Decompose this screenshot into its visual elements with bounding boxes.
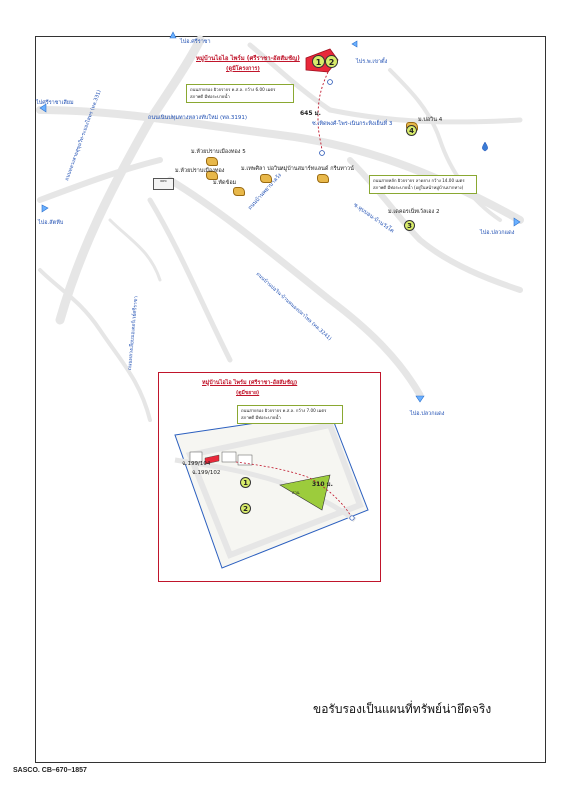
road-sukhumvit xyxy=(55,35,205,325)
village-label-3: ม.เทพศิลา บ่อวิน xyxy=(241,166,281,172)
village-icon xyxy=(260,174,272,183)
irpc-logo: IRPC xyxy=(153,178,174,190)
road-note-2: ถนนสายหลัก ผิวจราจร ลาดยาง กว้าง 14.00 เ… xyxy=(369,175,477,195)
village-icon xyxy=(233,187,245,196)
marker-4: 4 xyxy=(406,125,417,136)
map-frame xyxy=(35,36,546,763)
road-main xyxy=(36,106,524,224)
inset-marker-2: 2 xyxy=(240,503,251,514)
direction-inset-right: ไปอ.ปลวกแดง xyxy=(410,411,445,417)
road-n2 xyxy=(388,68,502,222)
parcel-label-2: ฉ.199/102 xyxy=(192,470,221,476)
village-label-7: ม.เดคอรเน็ทเว้ลเอง 2 xyxy=(388,209,440,215)
inset-marker-1: 1 xyxy=(240,477,251,488)
note3-line1: ถนนสายรอง ผิวจราจร ค.ส.ล. กว้าง 7.00 เมต… xyxy=(241,408,327,413)
road-note-1: ถนนสายรอง ผิวจราจร ค.ส.ล. กว้าง 6.00 เมต… xyxy=(186,84,294,104)
inset-green-parcel xyxy=(279,474,331,511)
road-label-main: ถนนเนินปทุมทางหลวงทับใหม่ (ทล.3191) xyxy=(148,115,247,121)
inset-frame xyxy=(158,372,381,582)
village-label-2: ม.ห้วยปราบเมืองทอง xyxy=(175,168,225,174)
direction-top: ไปอ.ศรีราชา xyxy=(180,39,211,45)
green-parcel-label: สวน xyxy=(292,490,300,495)
road-w2 xyxy=(108,218,162,282)
marker-2: 2 xyxy=(325,55,338,68)
arrow-left-upper-icon xyxy=(39,103,47,113)
note3-line2: สภาพดี มีท่อระบายน้ำ xyxy=(241,414,281,420)
direction-left-lower: ไปอ.สัตหีบ xyxy=(38,220,64,226)
arrow-inset-right-icon xyxy=(415,395,425,403)
village-icon xyxy=(206,171,218,180)
inset-title: หมู่บ้านไอไอ ไพร์ม (ศรีราชา-อัสสัมชัญ) xyxy=(202,380,298,386)
note2-line1: ถนนสายหลัก ผิวจราจร ลาดยาง กว้าง 14.00 เ… xyxy=(373,178,465,183)
village-label-1: ม.ห้วยปราบเมืองทอง 5 xyxy=(191,149,246,155)
road-center xyxy=(147,197,233,363)
note1-line1: ถนนสายรอง ผิวจราจร ค.ส.ล. กว้าง 6.00 เมต… xyxy=(190,87,276,92)
inset-map-drawing xyxy=(174,411,369,569)
village-label-5: หมู่บ้านสมาร์ทแลนด์ กรีนทาวน์ xyxy=(280,166,354,172)
note2-line2: สภาพดี มีท่อระบายน้ำ (อยู่ในหน้าหมู่บ้าน… xyxy=(373,184,464,190)
note1-line2: สภาพดี มีท่อระบายน้ำ xyxy=(190,93,230,99)
certification-text: ขอรับรองเป็นแผนที่ทรัพย์น่ายึดจริง xyxy=(313,702,492,716)
marker-1: 1 xyxy=(312,55,325,68)
marker-dot-top xyxy=(327,79,333,85)
map-subtitle: (ดูมีโครงการ) xyxy=(226,66,260,72)
inset-marker-dot xyxy=(349,515,355,521)
parcel-label-1: ฉ.199/104 xyxy=(182,461,211,467)
marker-dot-mid xyxy=(319,150,325,156)
logo-text: IRPC xyxy=(160,179,167,183)
arrow-topright-icon xyxy=(351,40,358,48)
road-left xyxy=(37,157,163,203)
arrow-left-lower-icon xyxy=(41,204,49,213)
direction-left-upper: ไปศรีราชาเสียม xyxy=(36,100,74,106)
village-label-4: ม.ทัดข้อม xyxy=(213,180,237,186)
road-ne xyxy=(327,107,523,125)
distance-inset: 310 ม. xyxy=(312,481,333,488)
village-label-6: ม.บ่อวิน 4 xyxy=(418,117,443,123)
gas-station-icon xyxy=(482,141,488,152)
road-label-soi: ซ.เทิดพงศ์-ไพร-เนินกระทิงเย็นที่ 3 xyxy=(312,121,393,127)
form-code: SASCO. CB–670–1857 xyxy=(13,767,87,774)
road-sw xyxy=(38,268,152,422)
inset-subtitle: (ดูมีขยาย) xyxy=(236,390,260,396)
route-main xyxy=(317,71,329,153)
marker-3: 3 xyxy=(404,220,415,231)
arrow-top-icon xyxy=(169,31,177,39)
direction-top-right: ไปร.พ.เขาตั้ง xyxy=(356,59,388,65)
village-icon xyxy=(206,157,218,166)
arrow-right-lower-icon xyxy=(513,217,521,227)
direction-right-lower: ไปอ.ปลวกแดง xyxy=(480,230,515,236)
distance-main: 645 ม. xyxy=(300,110,321,117)
village-icon xyxy=(317,174,329,183)
road-note-3: ถนนสายรอง ผิวจราจร ค.ส.ล. กว้าง 7.00 เมต… xyxy=(237,405,343,425)
road-top xyxy=(247,42,333,113)
road-diag xyxy=(166,176,424,399)
map-title: หมู่บ้านไอไอ ไพร์ม (ศรีราชา-อัสสัมชัญ) xyxy=(196,55,300,62)
